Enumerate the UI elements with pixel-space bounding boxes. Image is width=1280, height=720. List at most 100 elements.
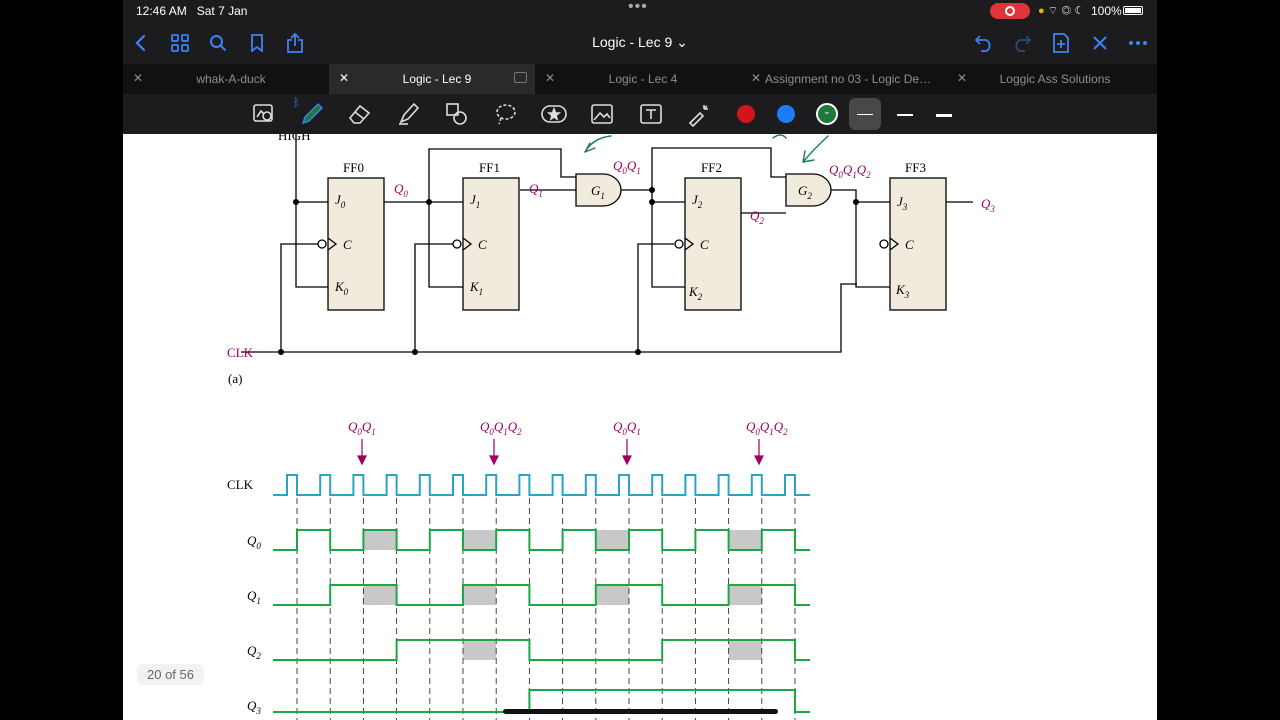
svg-text:Q1: Q1 [529, 181, 543, 199]
k3-label: K [895, 282, 906, 297]
q1-waveform [273, 584, 810, 606]
svg-text:K3: K3 [895, 282, 910, 300]
shaded-interval [363, 585, 397, 605]
q2-waveform [273, 639, 810, 661]
stroke-thick-button[interactable] [928, 98, 960, 130]
q0-waveform [273, 529, 810, 551]
tab-assignment-03[interactable]: ✕ Assignment no 03 - Logic Desi... [751, 71, 933, 86]
tab-whak-a-duck[interactable]: ✕ whak-A-duck [133, 71, 266, 86]
image-icon[interactable] [589, 101, 615, 127]
q1-output-label: Q [529, 181, 539, 196]
marker-1-label: Q0Q1 [348, 419, 376, 437]
ff0-label: FF0 [343, 160, 364, 175]
undo-icon[interactable] [971, 30, 997, 56]
close-tab-icon[interactable]: ✕ [339, 71, 350, 85]
lasso-select-icon[interactable] [493, 101, 519, 127]
laser-pointer-icon[interactable] [686, 101, 712, 127]
svg-text:K1: K1 [469, 279, 483, 297]
shaded-interval [728, 530, 762, 550]
g1-inputs-label: Q0Q1 [613, 158, 641, 176]
pdf-page[interactable]: HIGH FF0 FF1 FF2 FF3 J0 J1 J2 J3 C C C C… [123, 128, 1157, 720]
search-icon[interactable] [205, 30, 231, 56]
color-red-swatch[interactable] [737, 105, 755, 123]
ff0-box [327, 177, 385, 311]
bookmark-icon[interactable] [244, 30, 270, 56]
lasso-zoom-icon[interactable] [251, 101, 277, 127]
timing-clk-label: CLK [227, 477, 254, 492]
ff2-label: FF2 [701, 160, 722, 175]
g1-label: G [591, 183, 601, 198]
annotation-toolbar: ᛒ ⌄ [123, 94, 1157, 134]
pen-tool-icon[interactable] [299, 101, 325, 127]
redo-icon[interactable] [1009, 30, 1035, 56]
document-title[interactable]: Logic - Lec 9 ⌄ [592, 34, 688, 50]
q3-waveform [273, 689, 810, 713]
eraser-icon[interactable] [347, 101, 373, 127]
k0-label: K [334, 279, 345, 294]
more-icon[interactable] [1125, 30, 1151, 56]
timing-q3-label: Q3 [247, 698, 261, 716]
timing-q0-label: Q0 [247, 533, 261, 551]
shapes-icon[interactable] [444, 101, 470, 127]
highlighter-icon[interactable] [396, 101, 422, 127]
q3-output-label: Q [981, 196, 991, 211]
shaded-interval [728, 585, 762, 605]
multitasking-dots-icon[interactable]: ••• [628, 0, 648, 15]
shaded-interval [363, 530, 397, 550]
chevron-down-icon: ⌄ [823, 106, 831, 116]
clk-waveform [273, 474, 810, 496]
shaded-interval [463, 640, 497, 660]
add-page-icon[interactable] [1048, 30, 1074, 56]
ff1-box [462, 177, 520, 311]
sticker-icon[interactable] [541, 101, 567, 127]
home-indicator[interactable] [503, 709, 778, 714]
marker-4-label: Q0Q1Q2 [746, 419, 788, 437]
svg-text:Q0: Q0 [394, 181, 408, 199]
screen-record-icon[interactable] [990, 3, 1030, 19]
ff3-label: FF3 [905, 160, 926, 175]
tab-logic-lec-4[interactable]: ✕ Logic - Lec 4 [545, 71, 678, 86]
high-label: HIGH [278, 134, 311, 143]
text-box-icon[interactable] [638, 101, 664, 127]
q2-output-label: Q [750, 208, 760, 223]
close-tab-icon[interactable]: ✕ [957, 71, 968, 85]
g2-inputs-label: Q0Q1Q2 [829, 162, 871, 180]
grid-icon[interactable] [167, 30, 193, 56]
ff2-box [684, 177, 742, 311]
bluetooth-icon: ᛒ [293, 97, 300, 109]
tab-logic-lec-9[interactable]: ✕ Logic - Lec 9 [329, 64, 535, 94]
close-annotation-icon[interactable] [1087, 30, 1113, 56]
close-tab-icon[interactable]: ✕ [751, 71, 762, 85]
close-tab-icon[interactable]: ✕ [133, 71, 144, 85]
counter-figure: HIGH FF0 FF1 FF2 FF3 J0 J1 J2 J3 C C C C… [227, 128, 995, 720]
stroke-thin-button[interactable] [849, 98, 881, 130]
j3-label: J [897, 194, 904, 209]
timing-diagram: Q0Q1 Q0Q1Q2 Q0Q1 Q0Q1Q2 CLK Q0 Q1 Q2 Q3 [227, 419, 810, 720]
stroke-medium-button[interactable] [889, 98, 921, 130]
ff1-label: FF1 [479, 160, 500, 175]
status-indicators-icon: ● ⌔ ◎ ☾ [1038, 5, 1085, 17]
c3-label: C [905, 237, 914, 252]
clk-input-label: CLK [227, 345, 254, 360]
back-icon[interactable] [128, 30, 154, 56]
part-a-caption: (a) [228, 371, 242, 386]
page-indicator: 20 of 56 [137, 664, 204, 685]
svg-text:J2: J2 [692, 192, 703, 210]
shaded-regions [363, 530, 762, 660]
close-tab-icon[interactable]: ✕ [545, 71, 556, 85]
marker-arrows [357, 439, 764, 466]
color-green-swatch[interactable] [816, 103, 838, 125]
c1-label: C [478, 237, 487, 252]
tab-loggic-ass-solutions[interactable]: ✕ Loggic Ass Solutions [957, 71, 1111, 86]
svg-text:K2: K2 [688, 284, 703, 302]
handwritten-annotation [584, 134, 829, 163]
color-blue-swatch[interactable] [777, 105, 795, 123]
k1-label: K [469, 279, 480, 294]
g1-gate [575, 173, 622, 207]
nav-bar: Logic - Lec 9 ⌄ [123, 22, 1157, 64]
clock-edge-guides [296, 498, 796, 720]
split-view-icon[interactable] [514, 72, 527, 83]
share-icon[interactable] [282, 30, 308, 56]
timing-q2-label: Q2 [247, 643, 261, 661]
g2-label: G [798, 183, 808, 198]
